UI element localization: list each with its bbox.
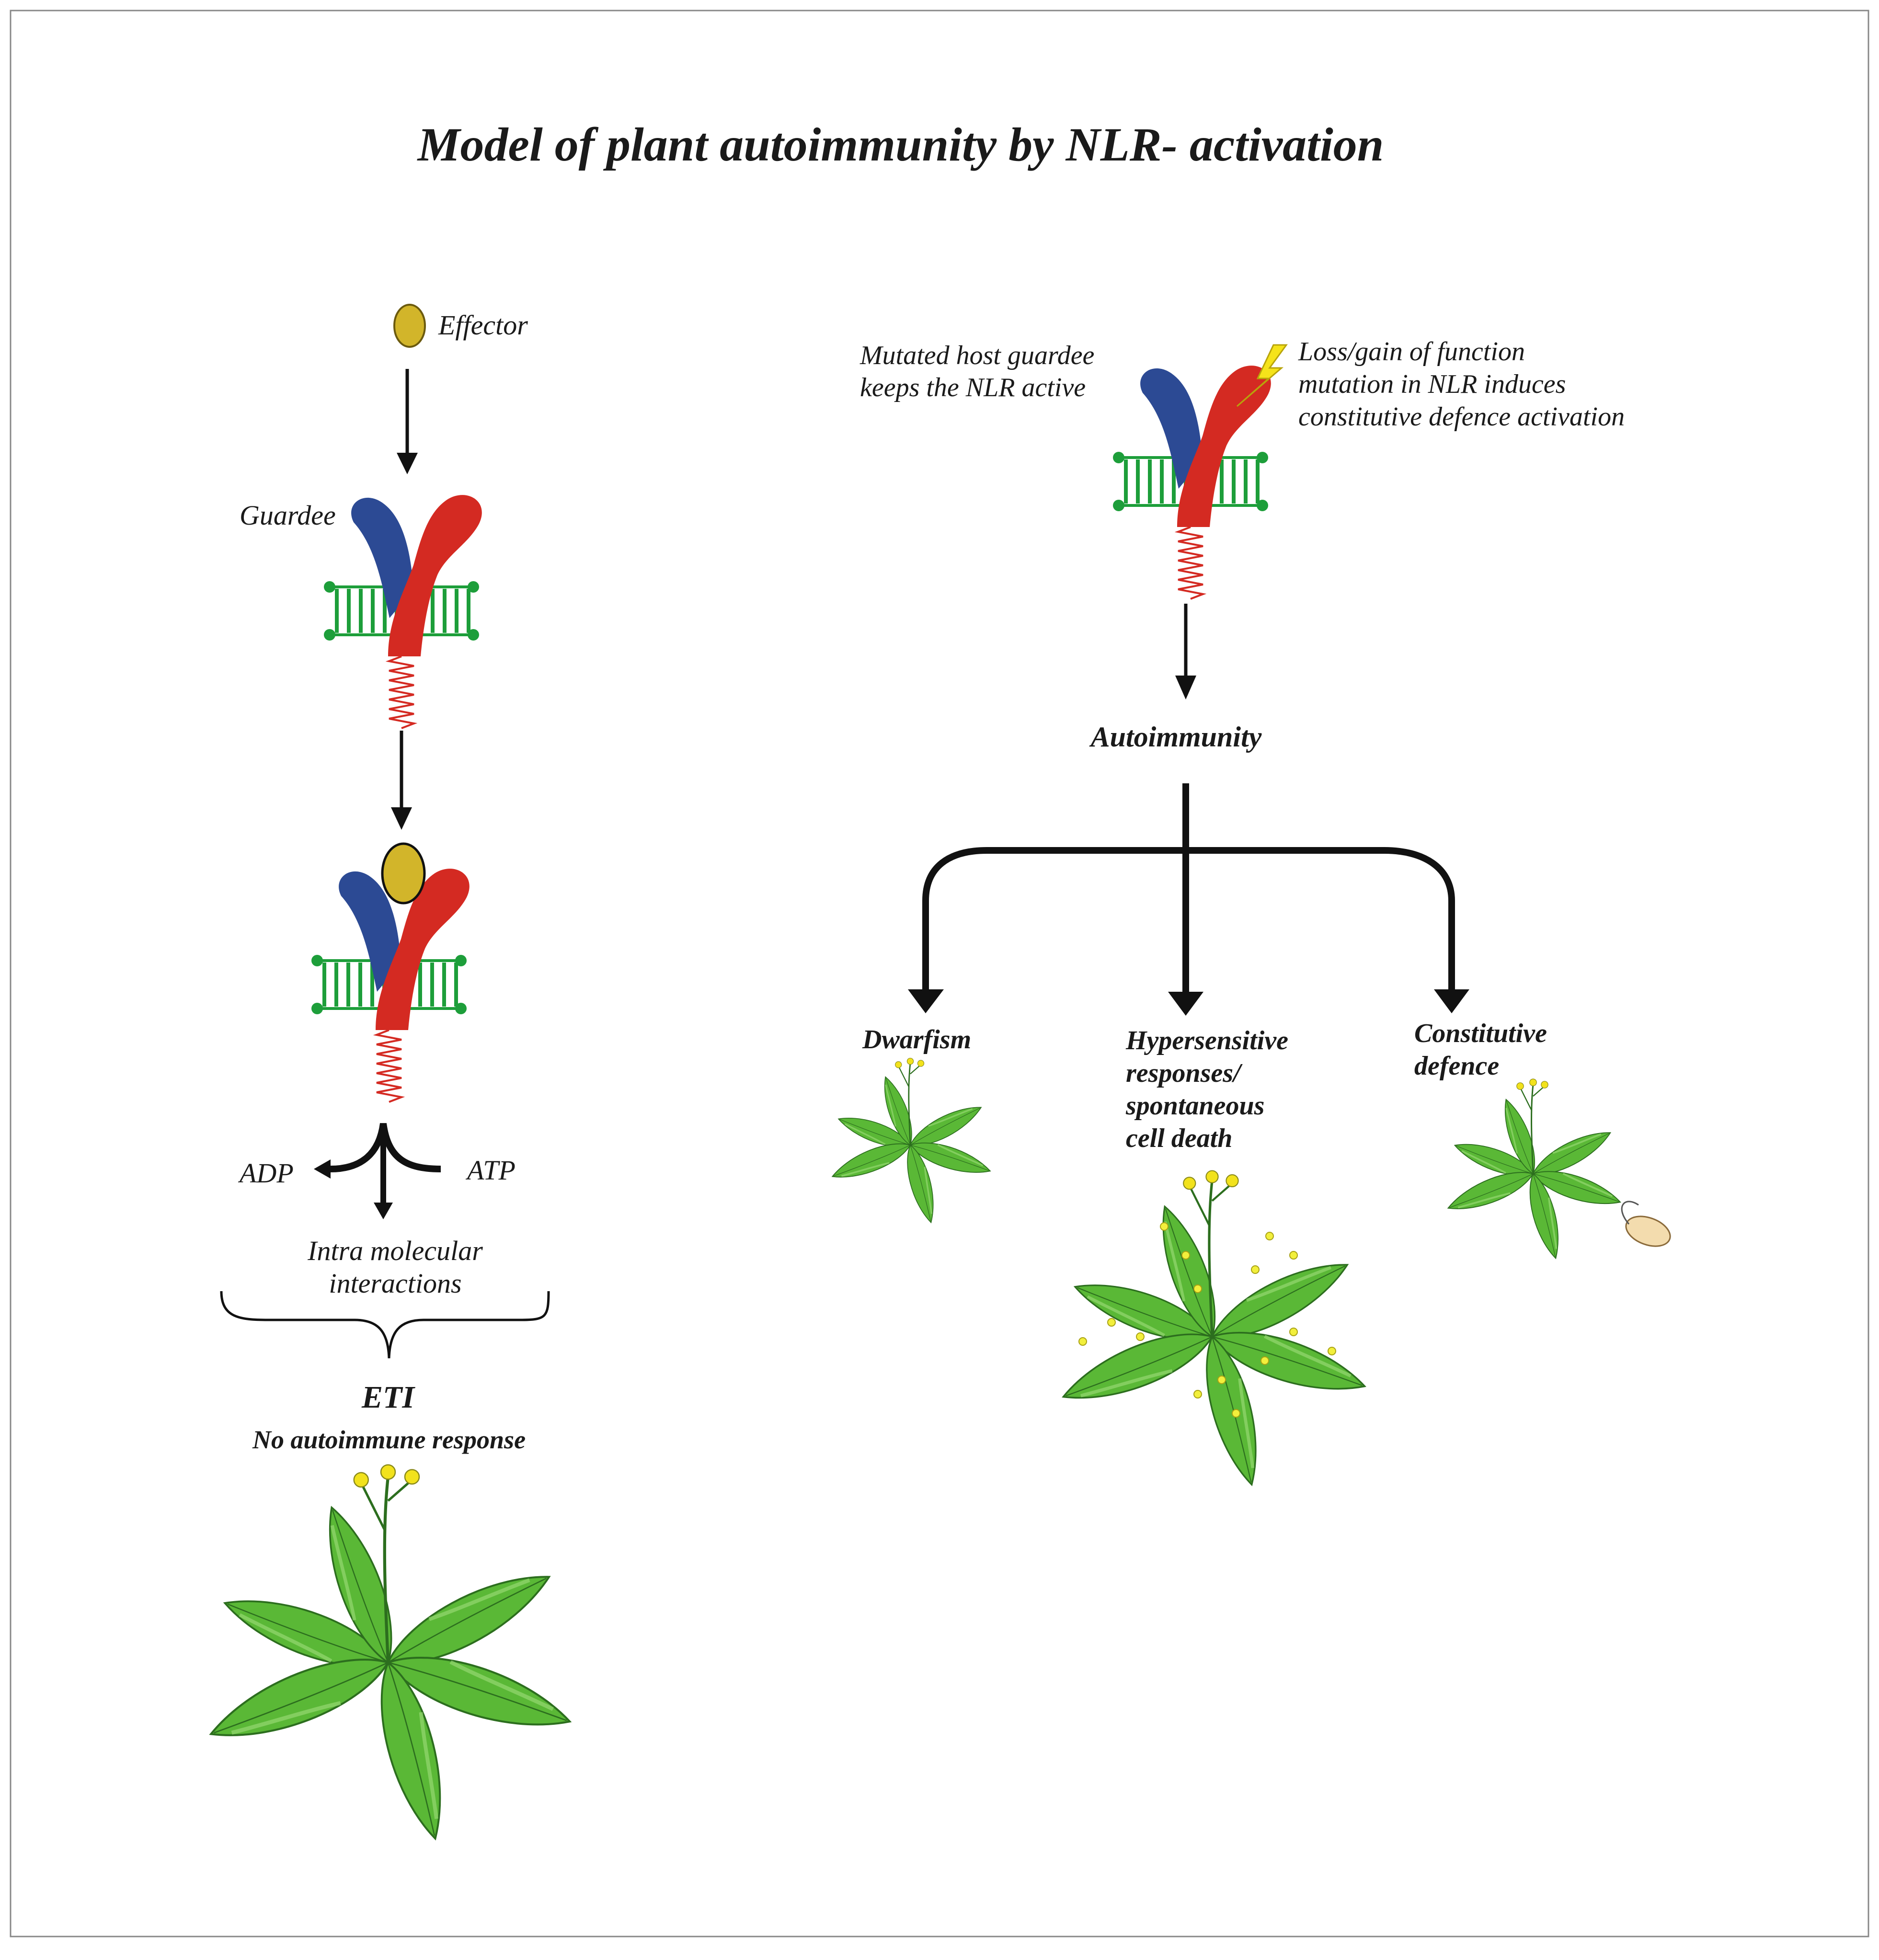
figure-title: Model of plant autoimmunity by NLR- acti…: [417, 118, 1384, 171]
intra-molecular-label-line2: interactions: [329, 1268, 461, 1299]
no-autoimmune-label: No autoimmune response: [252, 1425, 526, 1454]
mutated-guardee-label-line1: Mutated host guardee: [859, 341, 1094, 370]
hypersensitive-label-line1: Hypersensitive: [1125, 1026, 1288, 1055]
pathogen-bacterium-icon: [1621, 1201, 1671, 1247]
loss-gain-label-line3: constitutive defence activation: [1298, 402, 1625, 432]
loss-gain-label-line2: mutation in NLR induces: [1298, 369, 1566, 399]
nlr-complex-effector-bound: [311, 842, 470, 1102]
cell-death-spots: [1078, 1222, 1336, 1418]
nlr-complex-resting: [324, 495, 482, 728]
arrow-effector-to-complex: [397, 369, 418, 474]
intra-molecular-label-line1: Intra molecular: [307, 1235, 483, 1266]
loss-gain-label-line1: Loss/gain of function: [1298, 337, 1525, 367]
autoimmunity-label: Autoimmunity: [1089, 721, 1262, 753]
adp-atp-exchange-arrows: [314, 1123, 441, 1219]
nlr-complex-mutant: [1113, 344, 1288, 599]
guardee-label: Guardee: [240, 500, 336, 531]
effector-icon: [393, 304, 426, 348]
constitutive-defence-plant-image: [1444, 1079, 1624, 1261]
constitutive-defence-label-line1: Constitutive: [1414, 1019, 1547, 1048]
hypersensitive-label-line2: responses/: [1126, 1058, 1243, 1088]
eti-label: ETI: [361, 1380, 415, 1415]
dwarf-plant-image: [828, 1058, 993, 1226]
figure-frame: [10, 10, 1869, 1937]
constitutive-defence-label-line2: defence: [1414, 1051, 1499, 1081]
mutation-lightning-icon: [1237, 344, 1288, 407]
bound-effector-icon: [381, 842, 426, 905]
hypersensitive-label-line3: spontaneous: [1125, 1091, 1264, 1121]
hypersensitive-plant-image: [1056, 1171, 1371, 1490]
adp-label: ADP: [238, 1158, 294, 1189]
hypersensitive-label-line4: cell death: [1126, 1123, 1232, 1153]
curly-brace: [220, 1291, 550, 1359]
effector-label: Effector: [438, 309, 528, 341]
atp-label: ATP: [465, 1155, 516, 1186]
branch-arrowheads: [908, 989, 1469, 1016]
branching-arrows: [922, 783, 1455, 992]
healthy-plant-image: [202, 1465, 577, 1845]
arrow-mutant-to-autoimmunity: [1175, 604, 1196, 699]
arrow-resting-to-bound: [391, 731, 412, 830]
mutated-guardee-label-line2: keeps the NLR active: [860, 373, 1086, 402]
dwarfism-label: Dwarfism: [862, 1025, 971, 1055]
